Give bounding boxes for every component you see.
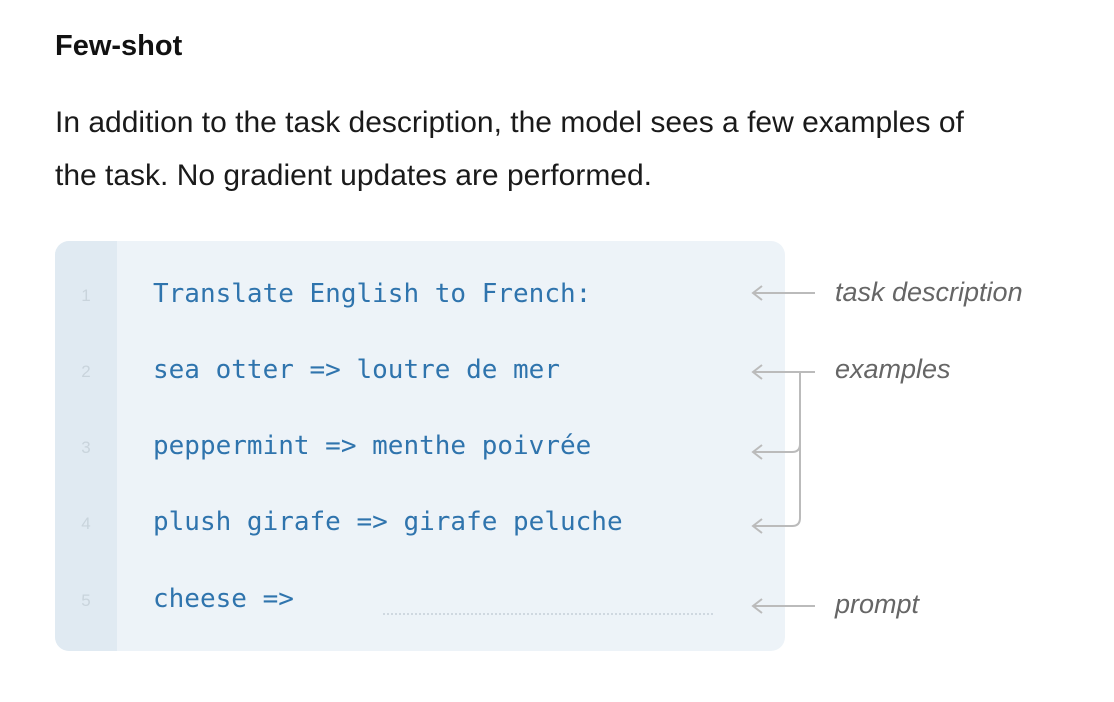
arrow-icon	[751, 364, 815, 380]
code-line-task: Translate English to French:	[153, 279, 592, 309]
line-number: 5	[81, 591, 91, 610]
arrow-icon	[751, 598, 815, 614]
annotation-examples: examples	[835, 354, 951, 384]
section-description: In addition to the task description, the…	[55, 106, 964, 192]
prompt-completion-placeholder	[383, 613, 713, 615]
code-line-prompt: cheese =>	[153, 584, 294, 614]
arrow-icon	[751, 443, 801, 460]
annotation-task-description: task description	[835, 277, 1023, 307]
code-line-example: plush girafe => girafe peluche	[153, 507, 623, 537]
arrow-icon	[751, 285, 815, 301]
line-number: 4	[81, 514, 91, 533]
annotation-prompt: prompt	[835, 589, 920, 619]
arrow-icon	[751, 372, 801, 534]
code-line-example: peppermint => menthe poivrée	[153, 431, 592, 461]
line-number-gutter	[55, 241, 117, 651]
line-number: 3	[81, 438, 91, 457]
code-block: 1 2 3 4 5 Translate English to French: s…	[55, 241, 785, 651]
code-line-example: sea otter => loutre de mer	[153, 355, 560, 385]
section-title: Few-shot	[55, 30, 183, 62]
line-number: 1	[81, 286, 91, 305]
line-number: 2	[81, 362, 91, 381]
